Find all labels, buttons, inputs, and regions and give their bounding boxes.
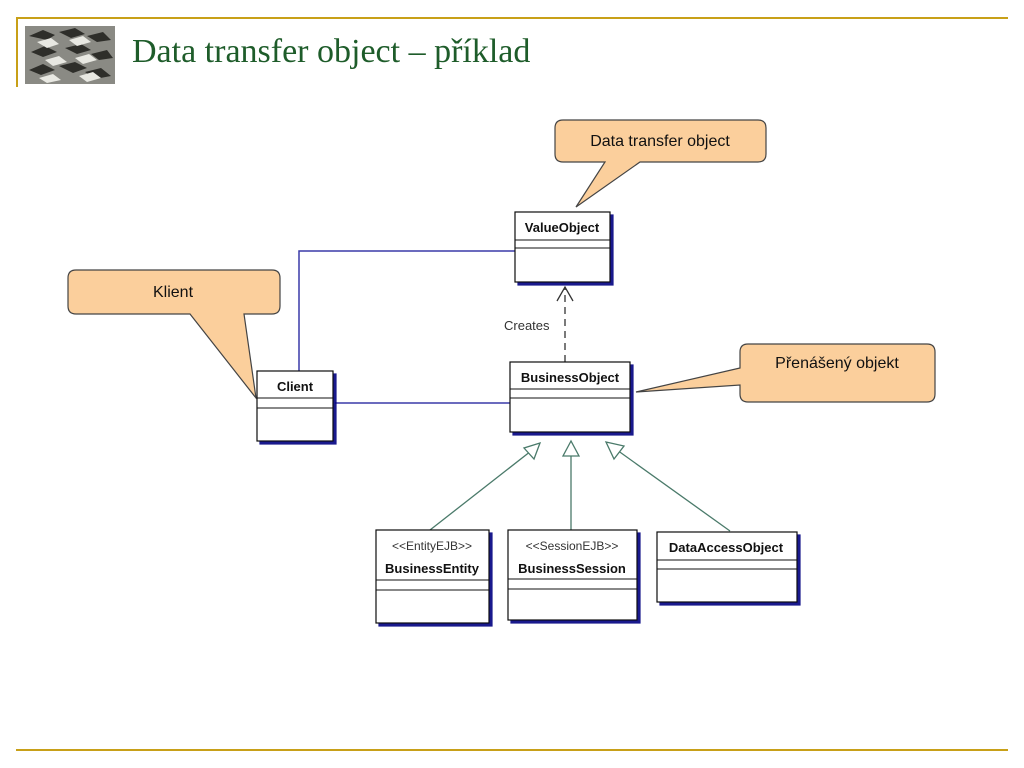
title-left-rule	[16, 17, 18, 87]
title-top-rule	[16, 17, 1008, 19]
inheritance-lines	[429, 439, 731, 532]
class-dataaccessobject: DataAccessObject	[656, 531, 798, 603]
footer-rule	[16, 749, 1008, 751]
class-valueobject: ValueObject	[514, 211, 611, 283]
class-businesssession: <<SessionEJB>> BusinessSession	[507, 529, 638, 621]
callout-text: Přenášený objekt	[775, 355, 899, 372]
callout-klient: Klient	[67, 269, 281, 401]
callout-prenaseny-objekt: Přenášený objekt	[635, 343, 936, 403]
class-name: Client	[277, 379, 314, 394]
inheritance-arrowhead	[522, 441, 542, 461]
class-stereotype: <<EntityEJB>>	[392, 539, 472, 553]
client-valueobject-association	[298, 250, 515, 371]
callout-text: Data transfer object	[590, 133, 730, 150]
class-client: Client	[256, 370, 334, 442]
class-name: BusinessEntity	[385, 561, 480, 576]
slide-title: Data transfer object – příklad	[132, 33, 531, 70]
class-name: BusinessObject	[521, 370, 620, 385]
inheritance-arrowhead	[561, 439, 581, 457]
association-lines	[298, 250, 515, 404]
class-name: BusinessSession	[518, 561, 626, 576]
callout-dto: Data transfer object	[554, 119, 767, 208]
class-name: DataAccessObject	[669, 540, 784, 555]
class-stereotype: <<SessionEJB>>	[526, 539, 619, 553]
inheritance-arrowhead	[604, 441, 626, 461]
dataaccessobject-generalization	[616, 449, 731, 532]
creates-label: Creates	[504, 318, 550, 333]
escher-birds-logo	[25, 26, 115, 84]
callout-text: Klient	[153, 284, 194, 301]
creates-dependency: Creates	[504, 285, 574, 362]
class-businessobject: BusinessObject	[509, 361, 631, 433]
businessentity-generalization	[429, 450, 532, 531]
class-businessentity: <<EntityEJB>> BusinessEntity	[375, 529, 490, 624]
class-name: ValueObject	[525, 220, 600, 235]
